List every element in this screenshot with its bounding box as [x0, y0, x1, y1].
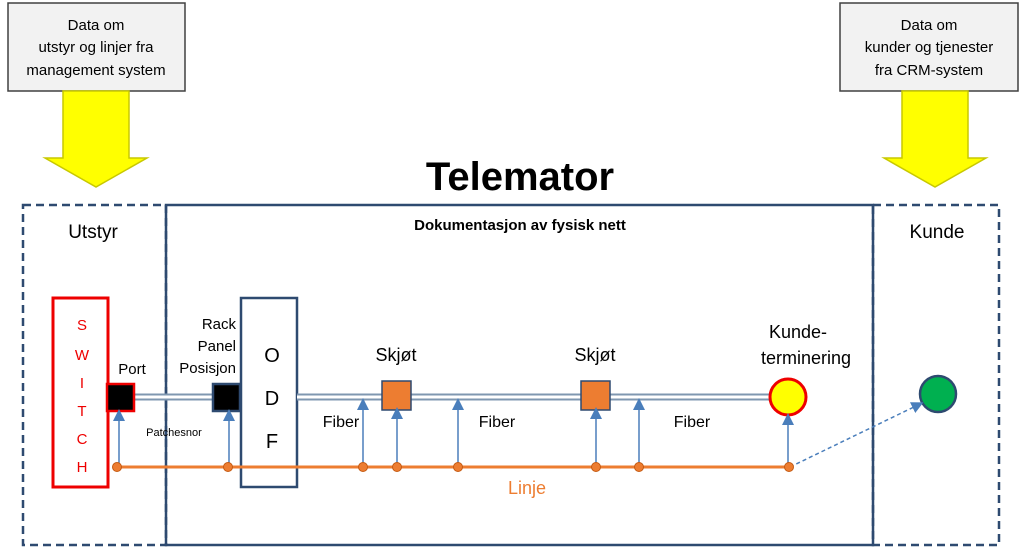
fiber-2-label: Fiber — [479, 414, 516, 431]
source-box-equipment-line-3: management system — [26, 62, 165, 79]
odf-letter-f: F — [266, 431, 278, 453]
line-node-splice-1 — [392, 462, 402, 472]
section-equipment-label: Utstyr — [68, 222, 118, 243]
splice-2-label: Skjøt — [574, 345, 615, 365]
splice-1 — [381, 380, 412, 411]
panel-label: Panel — [198, 338, 236, 355]
splice-2 — [580, 380, 611, 411]
rack-label: Rack — [202, 316, 237, 333]
switch-letter-i: I — [80, 375, 84, 392]
left-down-arrow — [42, 90, 150, 188]
customer-frame — [871, 203, 1001, 547]
odf-letter-o: O — [264, 345, 280, 367]
source-box-equipment-line-1: Data om — [68, 17, 125, 34]
fiber-3-label: Fiber — [674, 414, 711, 431]
source-box-equipment — [7, 2, 186, 92]
source-box-customers-line-3: fra CRM-system — [875, 62, 983, 79]
line-node-fiber-2 — [453, 462, 463, 472]
customer-equipment — [918, 374, 958, 414]
switch-letter-h: H — [77, 459, 88, 476]
patchcord-label: Patchesnor — [146, 427, 202, 439]
section-documentation-label: Dokumentasjon av fysisk nett — [414, 217, 626, 234]
section-customer-label: Kunde — [910, 222, 965, 243]
source-box-equipment-line-2: utstyr og linjer fra — [38, 39, 154, 56]
line-node-port — [112, 462, 122, 472]
position-label: Posisjon — [179, 360, 236, 377]
switch-letter-t: T — [77, 403, 86, 420]
switch-letter-w: W — [75, 347, 90, 364]
line-node-termination — [784, 462, 794, 472]
line-nodes — [112, 462, 794, 472]
termination-label-line-2: terminering — [761, 348, 851, 368]
line-node-splice-2 — [591, 462, 601, 472]
line-node-rack — [223, 462, 233, 472]
customer-link-dashed — [789, 402, 924, 468]
source-box-customers-line-2: kunder og tjenester — [865, 39, 993, 56]
right-down-arrow — [881, 90, 989, 188]
termination-label-line-1: Kunde- — [769, 322, 827, 342]
switch-box — [51, 296, 110, 489]
page-title: Telemator — [426, 155, 614, 199]
fiber-1-label: Fiber — [323, 414, 360, 431]
line-label: Linje — [508, 478, 546, 498]
line-node-fiber-3 — [634, 462, 644, 472]
odf-letter-d: D — [265, 388, 279, 410]
odf-box — [239, 296, 299, 489]
source-box-customers — [839, 2, 1019, 92]
source-box-customers-line-1: Data om — [901, 17, 958, 34]
switch-port — [105, 382, 136, 413]
switch-letter-c: C — [77, 431, 88, 448]
customer-termination — [768, 377, 808, 417]
splice-1-label: Skjøt — [375, 345, 416, 365]
line-node-fiber-1 — [358, 462, 368, 472]
port-label: Port — [118, 361, 146, 378]
switch-letter-s: S — [77, 317, 87, 334]
rack-panel-position — [211, 382, 242, 413]
